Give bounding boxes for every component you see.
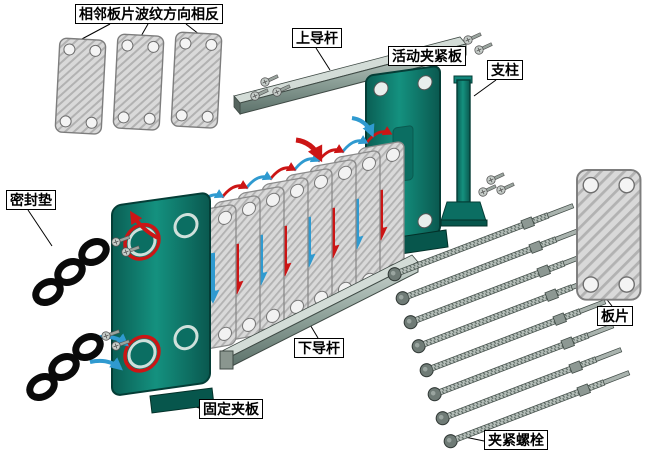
plate-stack [189, 126, 405, 353]
label-clamping-bolts: 夹紧螺栓 [484, 430, 548, 450]
flow-arrows-top [295, 116, 375, 163]
label-movable-clamp-plate: 活动夹紧板 [388, 46, 466, 66]
fixed-clamp-plate [89, 192, 215, 414]
label-gasket: 密封垫 [6, 190, 56, 210]
screw-icons-column [477, 169, 516, 198]
label-adjacent-plates: 相邻板片波纹方向相反 [75, 4, 223, 24]
label-lower-guide-rod: 下导杆 [294, 338, 344, 358]
label-fixed-clamp-plate: 固定夹板 [199, 399, 263, 419]
single-plate [576, 169, 642, 301]
adjacent-plates-group [54, 31, 223, 135]
label-upper-guide-rod: 上导杆 [292, 28, 342, 48]
support-column [440, 75, 488, 227]
label-support-column: 支柱 [487, 60, 523, 80]
label-plate-sheet: 板片 [597, 306, 633, 326]
lower-guide-rod [219, 254, 419, 370]
